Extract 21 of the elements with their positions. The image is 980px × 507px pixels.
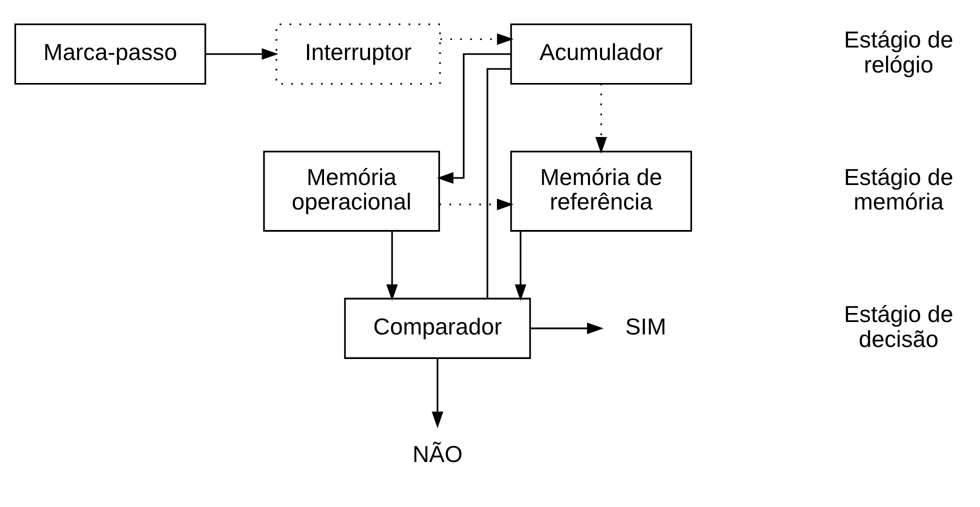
node-text: NÃO xyxy=(412,440,463,466)
arrow xyxy=(432,358,444,428)
arrow xyxy=(514,230,526,300)
arrow xyxy=(440,32,514,44)
label: Estágio de decisão xyxy=(844,300,954,352)
connector xyxy=(486,68,511,298)
arrow xyxy=(386,230,398,300)
node-box: Memória operacional xyxy=(263,150,440,232)
label: Estágio de relógio xyxy=(844,26,954,78)
node-box: Comparador xyxy=(344,297,531,358)
arrow xyxy=(595,83,607,154)
node-box: Memória de referência xyxy=(510,150,692,232)
node-box: Interruptor xyxy=(276,22,441,84)
arrow xyxy=(440,198,514,210)
arrow xyxy=(530,322,604,334)
label: Estágio de memória xyxy=(844,163,954,214)
arrow xyxy=(436,52,511,184)
node-box: Marca-passo xyxy=(14,22,206,84)
arrow xyxy=(205,48,278,60)
node-box: Acumulador xyxy=(510,22,692,84)
node-text: SIM xyxy=(625,312,666,339)
